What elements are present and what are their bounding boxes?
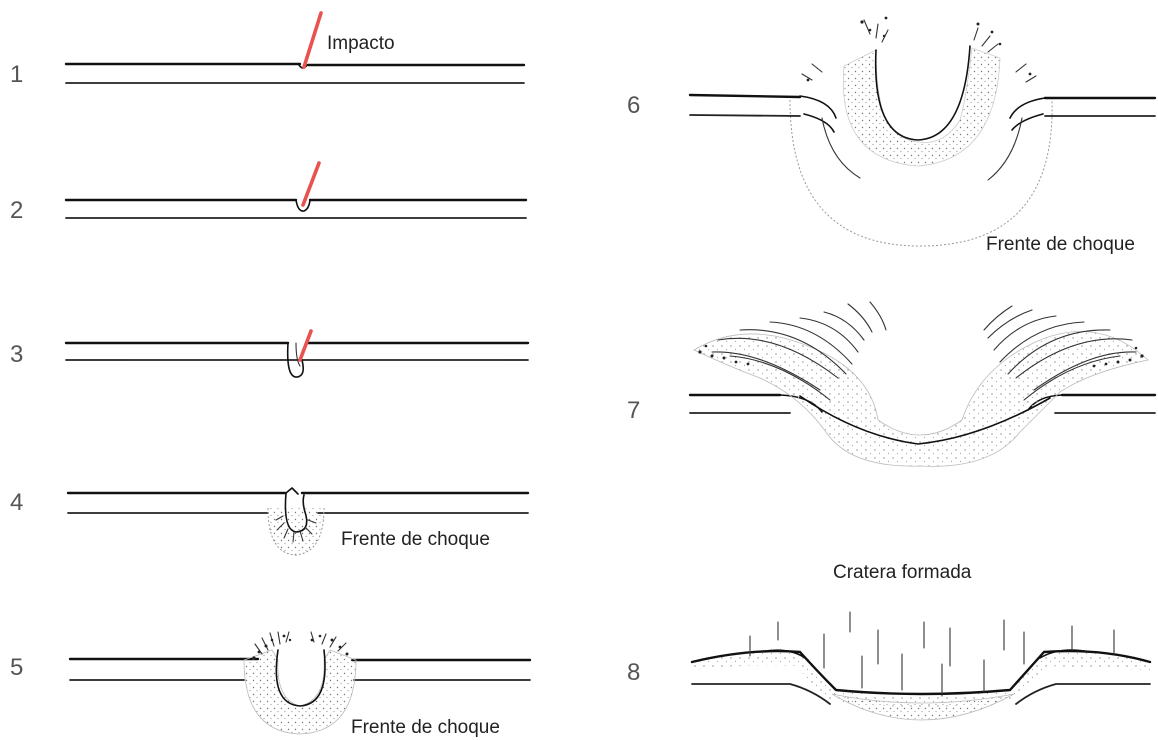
uplift-curve — [800, 96, 1045, 118]
stage-number: 4 — [10, 489, 23, 516]
stage-4: 4 Frente de choque — [10, 488, 528, 555]
cavity-wall — [296, 343, 300, 366]
projectile — [303, 163, 319, 205]
ground-layer-line — [690, 115, 1155, 116]
ground-surface-line — [70, 659, 530, 660]
stage-3: 3 — [10, 331, 528, 377]
shock-front-label: Frente de choque — [341, 529, 490, 550]
shock-front-label: Frente de choque — [351, 717, 500, 738]
shock-zone — [843, 48, 1000, 166]
stage-number: 8 — [627, 659, 640, 686]
ejecta-arrows — [802, 20, 1036, 82]
ejecta-curtain — [694, 332, 1148, 467]
shock-zone — [244, 650, 356, 734]
fallback-layer — [692, 651, 1150, 707]
stage-5: 5 Frente de choque — [10, 632, 530, 738]
stage-number: 2 — [10, 197, 23, 224]
shock-front-label: Frente de choque — [986, 234, 1135, 255]
crater-formed-caption: Cratera formada — [833, 562, 972, 583]
cavity-rim — [286, 488, 298, 494]
stage-number: 6 — [627, 92, 640, 119]
stage-number: 5 — [10, 654, 23, 681]
stage-6: 6 Frente de choque — [627, 17, 1155, 255]
ground-surface-line — [66, 64, 524, 65]
stage-number: 3 — [10, 341, 23, 368]
transient-cavity — [276, 650, 325, 706]
stage-number: 1 — [10, 61, 23, 88]
stage-7: 7 — [627, 302, 1155, 466]
ground-surface-line — [690, 95, 1155, 98]
projectile — [304, 13, 321, 67]
stage-8: Cratera formada 8 — [627, 562, 1150, 720]
projectile — [300, 331, 311, 360]
stage-number: 7 — [627, 397, 640, 424]
stage-2: 2 — [10, 163, 526, 224]
stage-1: 1 Impacto — [10, 13, 524, 88]
uplift-curve — [804, 114, 1043, 132]
shock-front-hemisphere — [790, 100, 1052, 246]
impact-label: Impacto — [327, 33, 395, 54]
